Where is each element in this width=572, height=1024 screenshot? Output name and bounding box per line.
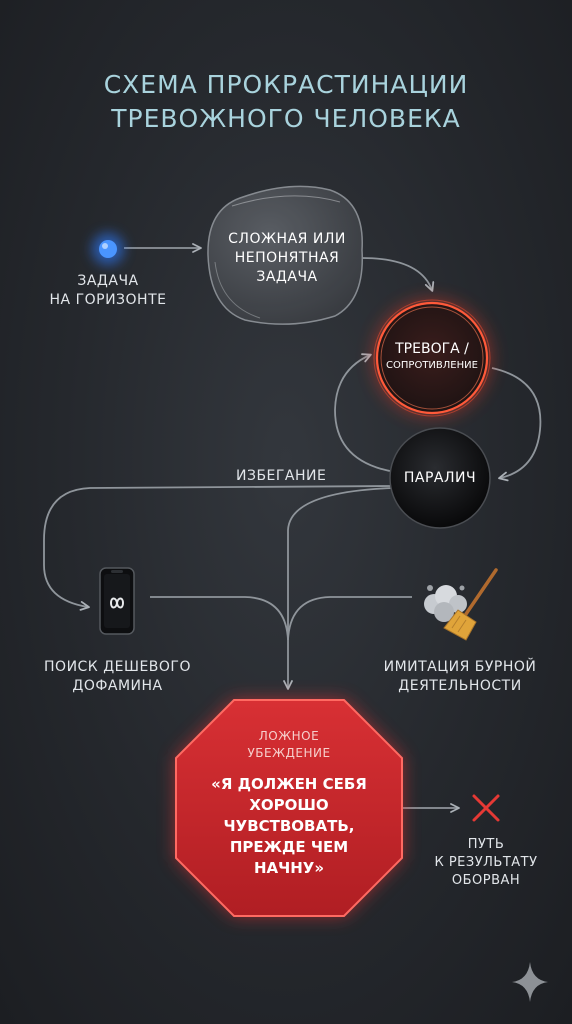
title-line-1: СХЕМА ПРОКРАСТИНАЦИИ: [103, 70, 469, 99]
dopamine-label: ПОИСК ДЕШЕВОГО ДОФАМИНА: [20, 658, 215, 696]
complex-task-blob: [207, 185, 364, 325]
belief-quote-line-1: «Я ДОЛЖЕН СЕБЯ: [211, 775, 367, 793]
paralysis-label: ПАРАЛИЧ: [403, 470, 477, 486]
arrow-paralysis-to-belief: [283, 487, 393, 690]
anxiety-line-1: ТРЕВОГА /: [395, 341, 469, 357]
imitation-line-1: ИМИТАЦИЯ БУРНОЙ: [383, 659, 537, 675]
belief-header-line-1: ЛОЖНОЕ: [258, 729, 320, 743]
title-line-2: ТРЕВОЖНОГО ЧЕЛОВЕКА: [111, 104, 461, 133]
phone-infinity-icon: [99, 567, 135, 635]
avoidance-label: ИЗБЕГАНИЕ: [236, 468, 327, 484]
task-label: ЗАДАЧА НА ГОРИЗОНТЕ: [28, 272, 188, 310]
task-dot: [99, 240, 117, 258]
arrow-complex-to-anxiety: [361, 257, 435, 292]
broken-line-1: ПУТЬ: [467, 837, 505, 852]
line-dopamine-to-center: [150, 596, 289, 641]
belief-header-line-2: УБЕЖДЕНИЕ: [247, 746, 331, 760]
arrow-anxiety-to-paralysis: [491, 367, 542, 482]
task-label-line-2: НА ГОРИЗОНТЕ: [49, 292, 167, 308]
belief-quote-line-4: ПРЕЖДЕ ЧЕМ: [229, 838, 349, 856]
line-imitation-to-center: [287, 596, 412, 641]
cross-icon: [472, 794, 500, 822]
broken-path-label: ПУТЬ К РЕЗУЛЬТАТУ ОБОРВАН: [420, 836, 552, 890]
anxiety-circle: [375, 301, 489, 415]
dopamine-line-1: ПОИСК ДЕШЕВОГО: [44, 659, 191, 675]
belief-content: ЛОЖНОЕ УБЕЖДЕНИЕ «Я ДОЛЖЕН СЕБЯ ХОРОШО Ч…: [176, 728, 402, 879]
complex-line-2: НЕПОНЯТНАЯ: [234, 250, 340, 266]
belief-quote: «Я ДОЛЖЕН СЕБЯ ХОРОШО ЧУВСТВОВАТЬ, ПРЕЖД…: [176, 774, 402, 879]
broken-line-2: К РЕЗУЛЬТАТУ: [434, 855, 538, 870]
anxiety-label: ТРЕВОГА / СОПРОТИВЛЕНИЕ: [372, 340, 492, 373]
sparkle-icon: [512, 962, 548, 1002]
page-title: СХЕМА ПРОКРАСТИНАЦИИ ТРЕВОЖНОГО ЧЕЛОВЕКА: [0, 68, 572, 136]
dopamine-line-2: ДОФАМИНА: [72, 678, 163, 694]
belief-quote-line-2: ХОРОШО: [249, 796, 329, 814]
belief-quote-line-3: ЧУВСТВОВАТЬ,: [223, 817, 355, 835]
arrow-avoidance: [43, 485, 393, 611]
belief-quote-line-5: НАЧНУ»: [253, 859, 325, 877]
imitation-label: ИМИТАЦИЯ БУРНОЙ ДЕЯТЕЛЬНОСТИ: [360, 658, 560, 696]
task-label-line-1: ЗАДАЧА: [77, 273, 139, 289]
complex-task-label: СЛОЖНАЯ ИЛИ НЕПОНЯТНАЯ ЗАДАЧА: [212, 230, 362, 287]
complex-line-3: ЗАДАЧА: [256, 269, 318, 285]
anxiety-line-2: СОПРОТИВЛЕНИЕ: [386, 360, 478, 371]
broom-dust-icon: [424, 568, 498, 641]
complex-line-1: СЛОЖНАЯ ИЛИ: [228, 231, 346, 247]
broken-line-3: ОБОРВАН: [451, 873, 521, 888]
belief-octagon: [175, 699, 403, 917]
paralysis-circle: [389, 427, 491, 529]
imitation-line-2: ДЕЯТЕЛЬНОСТИ: [398, 678, 522, 694]
arrow-paralysis-to-anxiety: [334, 353, 396, 473]
